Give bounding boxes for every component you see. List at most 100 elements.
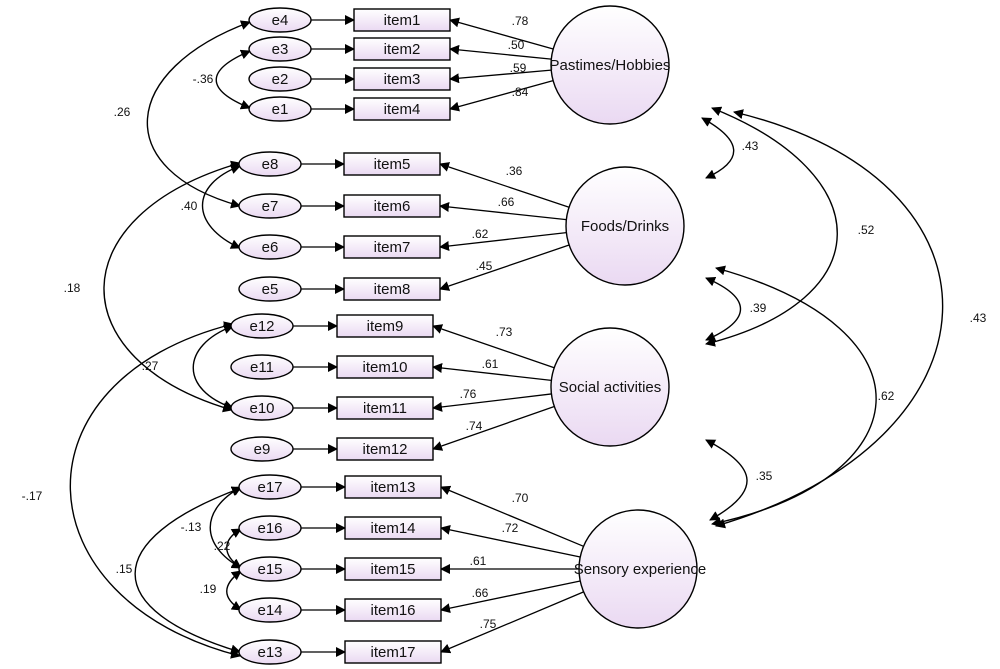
cov-value-10: .15 — [116, 562, 133, 576]
factor-label-3: Social activities — [559, 379, 662, 396]
corr-value-6: .43 — [970, 311, 987, 325]
corr-value-1: .43 — [742, 139, 759, 153]
item-box-17 — [344, 640, 442, 664]
item-label-8: item8 — [374, 281, 411, 298]
item-label-2: item2 — [384, 41, 421, 58]
loading-path-item1 — [449, 17, 554, 50]
error-label-e2: e2 — [272, 71, 289, 88]
cov-value-6: -.17 — [22, 489, 43, 503]
error-label-e7: e7 — [262, 198, 279, 215]
cov-value-8: .22 — [214, 539, 231, 553]
item-box-1 — [353, 8, 451, 32]
error-label-e16: e16 — [257, 520, 282, 537]
loading-path-item14 — [440, 524, 581, 558]
loading-value-item8: .45 — [476, 259, 493, 273]
corr-path-foods-social — [705, 277, 742, 341]
loading-value-item17: .75 — [480, 617, 497, 631]
error-node-e10 — [230, 395, 294, 421]
cov-path-e8-e6 — [202, 164, 241, 249]
loading-path-item4 — [449, 80, 554, 112]
item-box-6 — [343, 194, 441, 218]
item-box-2 — [353, 37, 451, 61]
item-label-11: item11 — [363, 400, 407, 417]
error-node-e17 — [238, 474, 302, 500]
error-label-e5: e5 — [262, 281, 279, 298]
factor-node-1 — [550, 5, 670, 125]
loading-path-item12 — [432, 405, 555, 451]
error-label-e14: e14 — [257, 602, 282, 619]
loading-value-item12: .74 — [466, 419, 483, 433]
item-label-13: item13 — [370, 479, 415, 496]
loading-value-item11: .76 — [460, 387, 477, 401]
error-node-e11 — [230, 354, 294, 380]
error-node-e9 — [230, 436, 294, 462]
error-label-e4: e4 — [272, 12, 289, 29]
error-label-e15: e15 — [257, 561, 282, 578]
item-box-11 — [336, 396, 434, 420]
item-label-5: item5 — [374, 156, 411, 173]
item-box-9 — [336, 314, 434, 338]
loading-value-item14: .72 — [502, 521, 519, 535]
corr-path-pastimes-social — [705, 106, 838, 347]
item-box-3 — [353, 67, 451, 91]
error-node-e4 — [248, 7, 312, 33]
corr-value-3: .35 — [756, 469, 773, 483]
error-node-e5 — [238, 276, 302, 302]
loading-value-item3: .59 — [510, 61, 527, 75]
loading-value-item13: .70 — [512, 491, 529, 505]
item-box-8 — [343, 277, 441, 301]
loading-path-item17 — [440, 591, 584, 654]
corr-path-pastimes-foods — [701, 117, 735, 179]
factor-node-3 — [550, 327, 670, 447]
cov-value-5: .27 — [142, 359, 159, 373]
loading-path-item16 — [440, 580, 581, 614]
error-node-e3 — [248, 36, 312, 62]
loading-value-item2: .50 — [508, 38, 525, 52]
cov-value-2: -.36 — [193, 72, 214, 86]
error-node-e15 — [238, 556, 302, 582]
loading-path-item11 — [432, 393, 552, 412]
factor-label-4: Sensory experience — [574, 561, 707, 578]
cov-path-e8-e10 — [103, 160, 241, 413]
loading-value-item15: .61 — [470, 554, 487, 568]
loading-value-item9: .73 — [496, 325, 513, 339]
error-node-e13 — [238, 639, 302, 665]
corr-path-pastimes-sensory — [715, 109, 944, 529]
error-node-e2 — [248, 66, 312, 92]
factor-node-2 — [565, 166, 685, 286]
loading-value-item16: .66 — [472, 586, 489, 600]
item-box-4 — [353, 97, 451, 121]
cov-value-4: .18 — [64, 281, 81, 295]
cov-path-e12-e10 — [192, 324, 234, 410]
loading-path-item9 — [432, 324, 555, 369]
loading-value-item7: .62 — [472, 227, 489, 241]
error-node-e16 — [238, 515, 302, 541]
error-node-e12 — [230, 313, 294, 339]
error-node-e7 — [238, 193, 302, 219]
item-box-14 — [344, 516, 442, 540]
error-label-e8: e8 — [262, 156, 279, 173]
edges-layer — [69, 15, 944, 659]
error-label-e13: e13 — [257, 644, 282, 661]
loading-value-item6: .66 — [498, 195, 515, 209]
cov-value-1: .26 — [114, 105, 131, 119]
error-label-e10: e10 — [249, 400, 274, 417]
item-label-1: item1 — [384, 12, 421, 29]
cov-path-e15-e14 — [226, 570, 242, 611]
item-label-10: item10 — [362, 359, 407, 376]
factor-label-2: Foods/Drinks — [581, 218, 669, 235]
cov-path-e3-e1 — [215, 49, 251, 110]
item-label-14: item14 — [370, 520, 415, 537]
loading-path-item3 — [449, 69, 552, 84]
item-label-12: item12 — [362, 441, 407, 458]
item-box-7 — [343, 235, 441, 259]
loading-path-item2 — [449, 44, 552, 60]
cov-path-e4-e7 — [146, 20, 251, 209]
item-box-12 — [336, 437, 434, 461]
labels-layer: item1item2item3item4item5item6item7item8… — [22, 12, 987, 661]
item-label-4: item4 — [384, 101, 421, 118]
loading-path-item5 — [439, 162, 570, 208]
corr-value-5: .62 — [878, 389, 895, 403]
factor-label-1: Pastimes/Hobbies — [550, 57, 671, 74]
